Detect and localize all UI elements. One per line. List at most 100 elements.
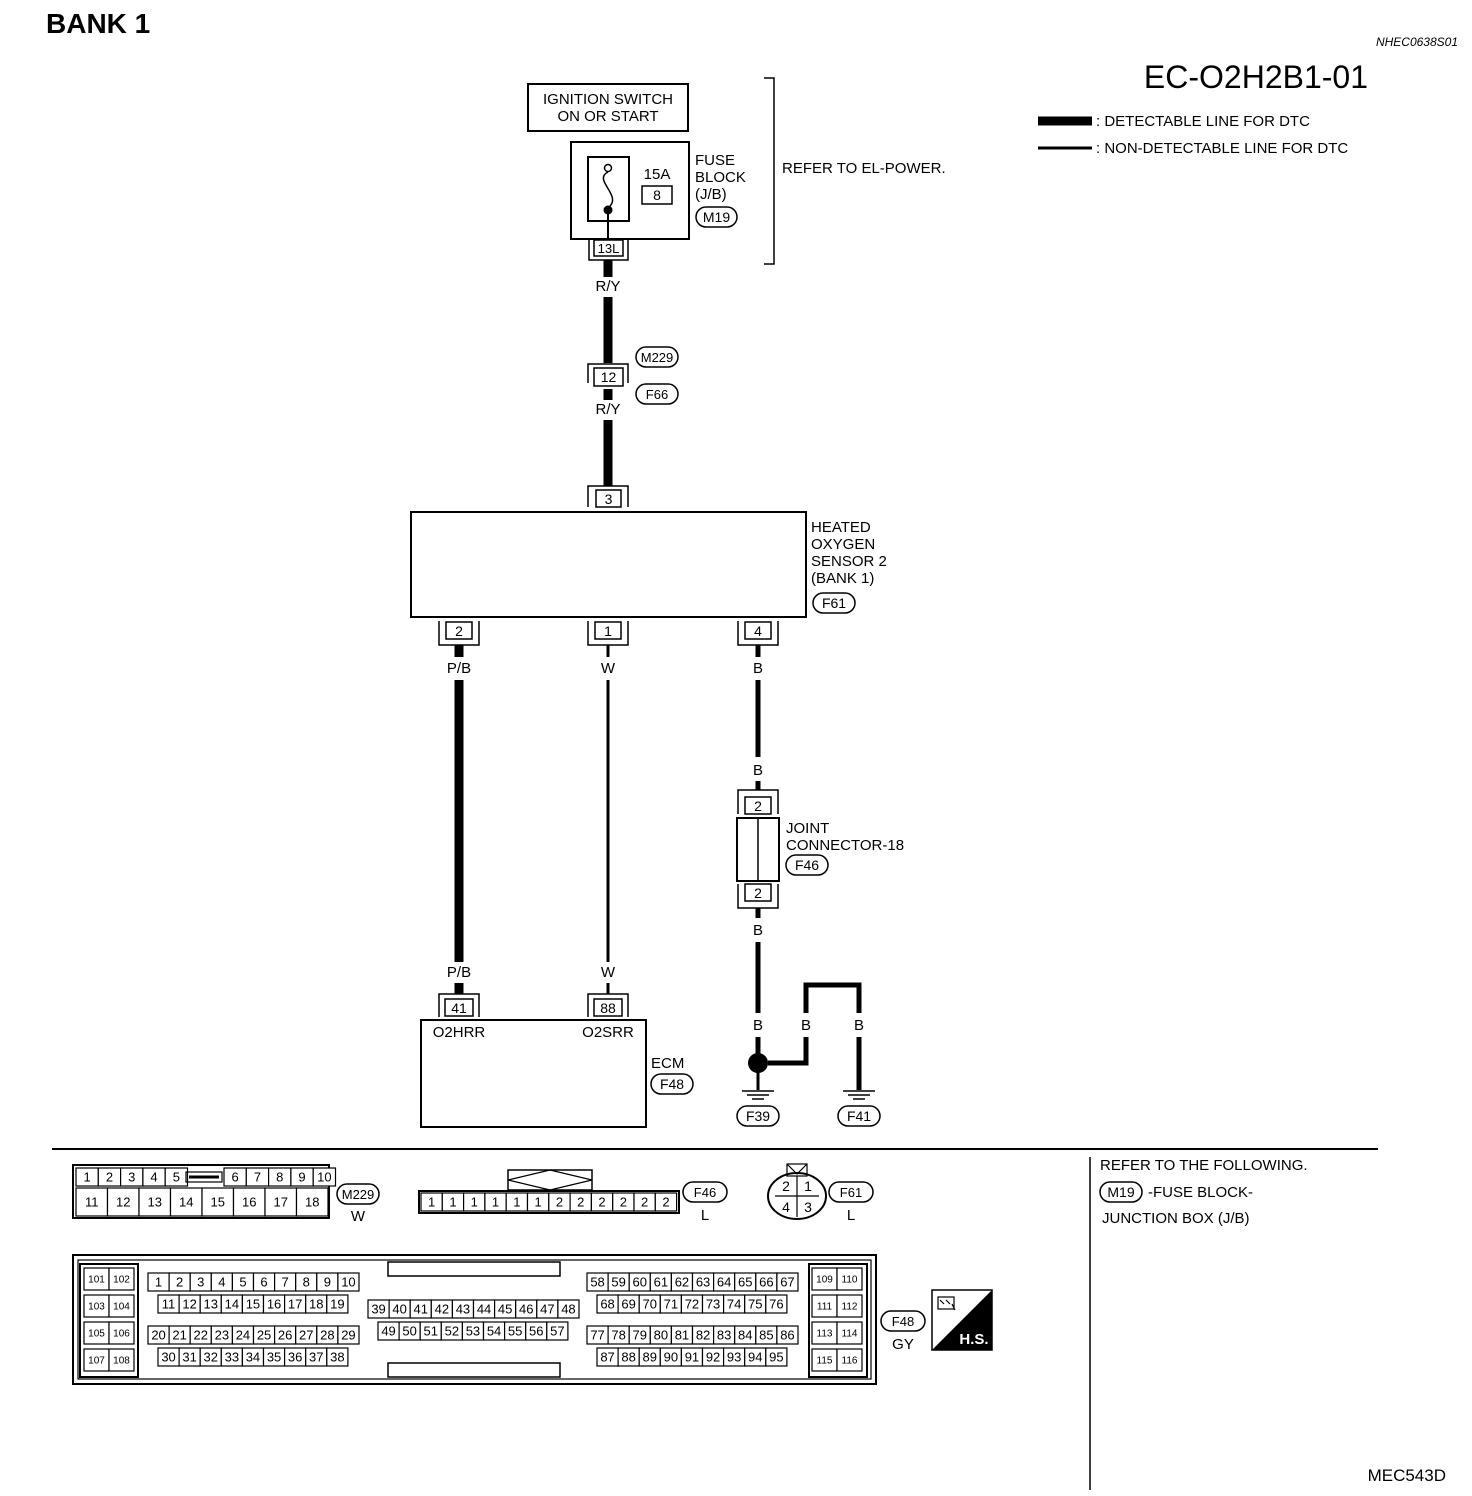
f48-pin-83: 83 <box>717 1328 731 1343</box>
f48-pin-95: 95 <box>769 1350 783 1365</box>
f48-pin-25: 25 <box>257 1328 271 1343</box>
refer-desc1: -FUSE BLOCK- <box>1148 1184 1253 1201</box>
sensor-pin-1: 1 <box>604 623 612 639</box>
m229-latch <box>185 1171 223 1183</box>
m229-outline <box>72 1164 330 1219</box>
figure-id: MEC543D <box>1368 1466 1446 1485</box>
f46-badge <box>682 1181 728 1203</box>
sensor-conn: F61 <box>822 595 846 611</box>
f48-pin-42: 42 <box>435 1302 449 1317</box>
ecm-term-o2srr: O2SRR <box>582 1024 634 1041</box>
sensor-conn-badge <box>812 592 856 614</box>
f48-pin-8: 8 <box>303 1275 310 1290</box>
f46-pin-1: 1 <box>513 1195 520 1210</box>
inline-conn-box <box>593 367 624 387</box>
ecm-conn: F48 <box>660 1076 684 1092</box>
fuse-amp: 15A <box>644 166 671 183</box>
f48-pin-55: 55 <box>508 1324 522 1339</box>
f48-pin-79: 79 <box>633 1328 647 1343</box>
f61-badge <box>828 1181 874 1203</box>
f48-pin-56: 56 <box>529 1324 543 1339</box>
ecm-term-o2hrr: O2HRR <box>433 1024 486 1041</box>
inline-conn-f: F66 <box>646 387 668 402</box>
m229-pin-11-cell <box>75 1187 109 1217</box>
f48-pin-57: 57 <box>550 1324 564 1339</box>
f61-pin-1: 1 <box>804 1178 812 1194</box>
ground-icon-f39 <box>742 1090 774 1100</box>
f61-pin-4: 4 <box>782 1199 790 1215</box>
ignition-line1: IGNITION SWITCH <box>543 91 673 108</box>
m229-pin-13: 13 <box>148 1195 162 1210</box>
f48-pin-49: 49 <box>381 1324 395 1339</box>
f48-pin-12: 12 <box>182 1297 196 1312</box>
m229-pin-3: 3 <box>128 1170 135 1185</box>
f48-pin-107: 107 <box>88 1356 105 1367</box>
fuse-terminal: 13L <box>598 241 620 256</box>
f48-tab-bottom <box>387 1362 561 1378</box>
joint-pin-bottom: 2 <box>754 885 762 901</box>
f48-pin-116: 116 <box>842 1356 858 1367</box>
f48-pin-86-cell <box>776 1325 799 1345</box>
f48-pin-24: 24 <box>236 1328 250 1343</box>
wire-w-upper: W <box>601 660 616 677</box>
f61-id: F61 <box>840 1185 862 1200</box>
joint-conn-badge <box>785 854 829 876</box>
f48-pin-1: 1 <box>155 1275 162 1290</box>
joint-pin-top: 2 <box>754 798 762 814</box>
f48-pin-64: 64 <box>717 1275 731 1290</box>
f48-pin-52: 52 <box>445 1324 459 1339</box>
ground-icon-f41 <box>843 1090 875 1100</box>
f61-pin-2: 2 <box>782 1178 790 1194</box>
m229-pin-2: 2 <box>106 1170 113 1185</box>
f48-pin-33: 33 <box>225 1350 239 1365</box>
f46-pin-1: 1 <box>428 1195 435 1210</box>
power-bracket <box>764 77 775 265</box>
m229-pin-17: 17 <box>274 1195 288 1210</box>
ecm-box <box>420 1019 647 1128</box>
f48-pin-80: 80 <box>654 1328 668 1343</box>
f48-pin-2: 2 <box>176 1275 183 1290</box>
f46-color: L <box>701 1207 709 1224</box>
ecm-pin-41: 41 <box>451 1000 467 1016</box>
fuse-bottom-node <box>603 205 613 215</box>
ground-f41: F41 <box>847 1108 871 1124</box>
f48-pin-65: 65 <box>738 1275 752 1290</box>
f48-pin-18: 18 <box>309 1297 323 1312</box>
f48-pin-4: 4 <box>218 1275 225 1290</box>
f48-pin-81: 81 <box>675 1328 689 1343</box>
f48-pin-37: 37 <box>309 1350 323 1365</box>
f48-pin-62: 62 <box>675 1275 689 1290</box>
fuse-label2: BLOCK <box>695 169 746 186</box>
f46-pin-1: 1 <box>449 1195 456 1210</box>
f48-pin-75: 75 <box>748 1297 762 1312</box>
f46-pin-2-cell <box>654 1192 678 1212</box>
ignition-switch-box <box>527 83 689 132</box>
f48-pin-7: 7 <box>282 1275 289 1290</box>
sensor-pin-1-group: 1 <box>587 621 629 646</box>
m229-pin-5: 5 <box>173 1170 180 1185</box>
m229-pin-4: 4 <box>150 1170 157 1185</box>
f48-pin-108: 108 <box>113 1356 130 1367</box>
f48-pin-50: 50 <box>402 1324 416 1339</box>
f48-pin-9: 9 <box>324 1275 331 1290</box>
m229-pin-9: 9 <box>298 1170 305 1185</box>
f48-pin-93: 93 <box>727 1350 741 1365</box>
legend: : DETECTABLE LINE FOR DTC : NON-DETECTAB… <box>1038 113 1348 157</box>
f48-pin-63: 63 <box>696 1275 710 1290</box>
m229-color: W <box>351 1208 366 1225</box>
sensor-label1: HEATED <box>811 519 871 536</box>
m229-pin-12: 12 <box>116 1195 130 1210</box>
f48-pin-57-cell <box>546 1321 569 1341</box>
m229-pin-14-cell <box>169 1187 203 1217</box>
f48-pin-19-cell <box>326 1294 349 1314</box>
m229-pin-18: 18 <box>305 1195 319 1210</box>
f48-pin-114: 114 <box>842 1329 858 1340</box>
fuse-label1: FUSE <box>695 152 735 169</box>
f48-pin-110-cell <box>836 1267 863 1291</box>
f48-pin-13: 13 <box>204 1297 218 1312</box>
m229-pin-18-cell <box>295 1187 329 1217</box>
f48-pin-113: 113 <box>817 1329 833 1340</box>
f48-pin-91: 91 <box>685 1350 699 1365</box>
f48-pin-112: 112 <box>842 1302 858 1313</box>
fuse-label3: (J/B) <box>695 186 727 203</box>
